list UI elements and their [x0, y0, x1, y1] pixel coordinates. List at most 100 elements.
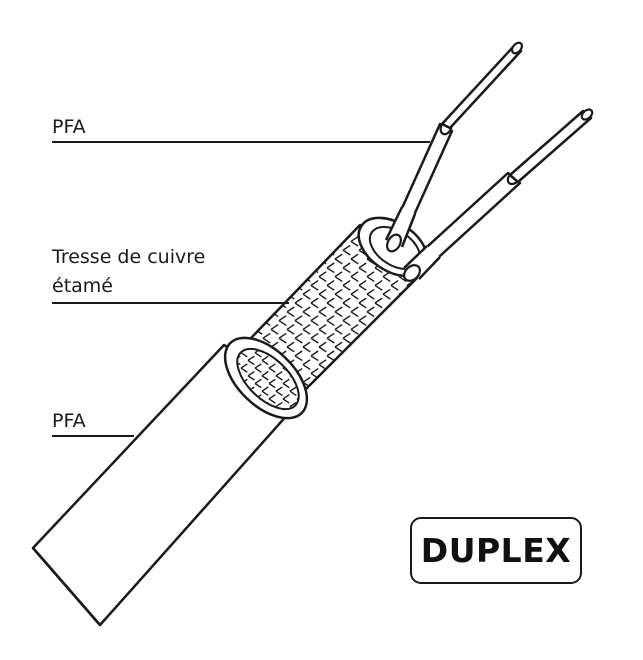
- braid-strand: [415, 413, 422, 423]
- braid-strand: [359, 210, 366, 220]
- braid-strand: [374, 297, 383, 309]
- braid-strand: [342, 297, 351, 309]
- braid-strand: [302, 359, 311, 370]
- braid-strand: [225, 225, 231, 230]
- braid-strand: [342, 385, 351, 397]
- braid-strand: [286, 225, 295, 230]
- braid-strand: [302, 324, 311, 335]
- braid-strand: [254, 306, 263, 318]
- braid-strand: [334, 394, 343, 406]
- braid-strand: [439, 210, 446, 220]
- braid-strand: [215, 245, 222, 255]
- braid-strand: [390, 315, 399, 326]
- leader-line-conductor-insulation: [52, 141, 430, 143]
- braid-strand: [374, 403, 383, 410]
- braid-strand: [262, 244, 271, 256]
- braid-strand: [230, 244, 239, 256]
- braid-strand: [268, 394, 276, 404]
- braid-strand: [318, 306, 327, 318]
- braid-strand: [310, 297, 319, 309]
- braid-strand: [326, 227, 335, 238]
- braid-strand: [286, 236, 295, 247]
- braid-strand: [398, 376, 407, 388]
- braid-strand: [319, 413, 326, 423]
- braid-strand: [318, 341, 327, 353]
- braid-strand: [447, 289, 454, 299]
- braid-strand: [390, 403, 399, 410]
- braid-strand: [238, 271, 247, 282]
- braid-strand: [310, 280, 319, 291]
- braid-strand: [247, 371, 255, 381]
- braid-strand: [447, 395, 454, 405]
- braid-strand: [326, 262, 335, 274]
- braid-strand: [431, 289, 438, 299]
- braid-strand: [278, 262, 287, 274]
- braid-strand: [254, 225, 263, 230]
- braid-strand: [310, 227, 319, 238]
- braid-strand: [302, 236, 311, 247]
- braid-strand: [414, 341, 423, 353]
- braid-strand: [327, 210, 334, 220]
- braid-strand: [431, 377, 438, 387]
- braid-strand: [270, 225, 279, 230]
- braid-strand: [447, 272, 454, 282]
- braid-strand: [318, 376, 327, 388]
- braid-strand: [414, 225, 423, 230]
- leader-line-outer-jacket: [52, 435, 134, 437]
- braid-strand: [303, 413, 310, 423]
- braid-strand: [406, 403, 415, 410]
- braid-strand: [225, 253, 231, 265]
- braid-strand: [399, 413, 406, 423]
- braid-strand: [342, 280, 351, 291]
- braid-strand: [439, 298, 446, 308]
- braid-strand: [246, 280, 255, 291]
- braid-strand: [310, 350, 319, 362]
- braid-strand: [431, 342, 438, 352]
- braid-strand: [334, 225, 343, 230]
- braid-strand: [278, 227, 287, 238]
- braid-strand: [262, 280, 271, 291]
- braid-strand: [358, 403, 367, 410]
- braid-strand: [294, 262, 303, 274]
- braid-strand: [294, 350, 303, 362]
- braid-strand: [447, 377, 454, 387]
- braid-strand: [350, 253, 359, 265]
- braid-strand: [238, 306, 247, 318]
- braid-strand: [398, 324, 407, 335]
- braid-strand: [350, 324, 359, 335]
- braid-strand: [422, 297, 425, 309]
- braid-strand: [383, 413, 390, 423]
- braid-strand: [334, 253, 343, 265]
- braid-strand: [294, 297, 303, 309]
- braid-strand: [366, 359, 375, 370]
- braid-strand: [262, 332, 271, 344]
- braid-strand: [431, 325, 438, 335]
- braid-strand: [254, 253, 263, 265]
- braid-strand: [342, 262, 351, 274]
- braid-strand: [225, 236, 231, 247]
- braid-strand: [350, 376, 359, 388]
- braid-strand: [231, 210, 238, 220]
- braid-strand: [342, 315, 351, 326]
- braid-strand: [439, 351, 446, 361]
- duplex-badge: DUPLEX: [410, 517, 582, 584]
- braid-strand: [326, 368, 335, 379]
- braid-strand: [422, 403, 425, 410]
- braid-strand: [278, 315, 287, 326]
- braid-strand: [215, 228, 222, 238]
- braid-strand: [275, 371, 283, 381]
- braid-strand: [263, 210, 270, 220]
- braid-strand: [358, 385, 367, 397]
- braid-strand: [334, 288, 343, 300]
- braid-strand: [366, 271, 375, 282]
- braid-strand: [422, 385, 425, 397]
- braid-strand: [261, 386, 269, 396]
- braid-strand: [447, 325, 454, 335]
- braid-strand: [295, 210, 302, 220]
- braid-strand: [366, 394, 375, 406]
- braid-strand: [294, 244, 303, 256]
- braid-strand: [215, 281, 222, 291]
- braid-strand: [270, 236, 279, 247]
- badge-text: DUPLEX: [420, 531, 572, 570]
- braid-strand: [350, 306, 359, 318]
